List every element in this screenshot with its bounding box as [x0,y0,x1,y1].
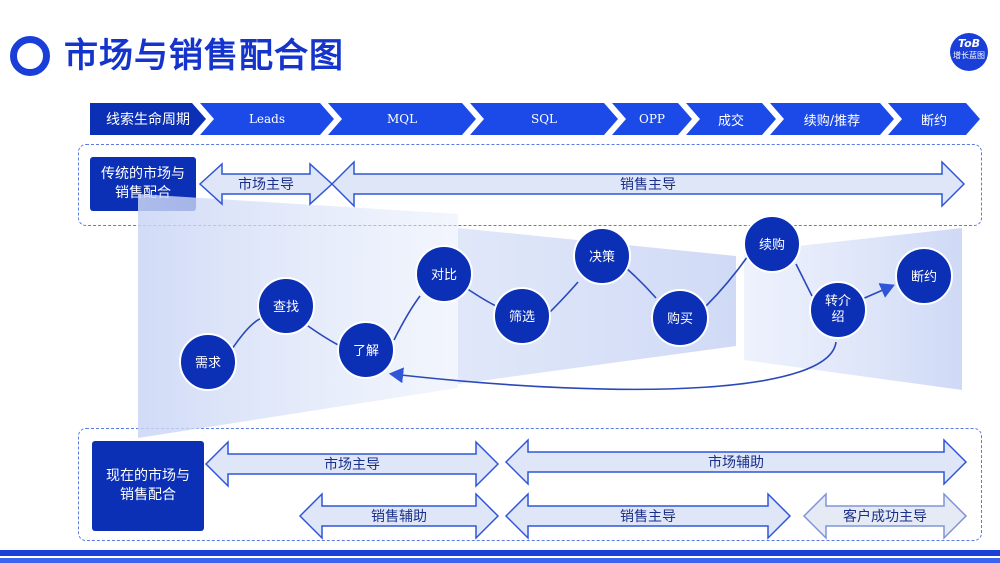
node-referral: 转介绍 [809,281,867,339]
node-compare: 对比 [415,245,473,303]
stage-deal: 成交 [686,103,776,135]
node-decide: 决策 [573,227,631,285]
node-repurchase: 续购 [743,215,801,273]
title-ring-icon [10,36,50,76]
funnel-panel-middle [458,228,736,384]
node-repurchase-text: 续购 [759,237,785,253]
arrow-current-customer-success [802,492,968,540]
node-understand-text: 了解 [353,344,379,359]
arrow-current-sales-assist [298,492,500,540]
arrow-traditional-market-text: 市场主导 [238,176,294,193]
stage-sql: SQL [470,103,618,135]
arrow-traditional-sales [330,160,966,208]
node-filter-text: 筛选 [509,310,535,325]
node-demand: 需求 [179,333,237,391]
arrow-current-market-lead-text: 市场主导 [324,456,380,473]
arrow-current-market-assist [504,438,968,486]
node-search: 查找 [257,277,315,335]
current-label-line2: 销售配合 [120,487,176,503]
stage-renew: 续购/推荐 [770,103,894,135]
node-demand-text: 需求 [195,356,221,371]
stage-leads: Leads [200,103,334,135]
node-referral-text: 转介绍 [825,294,851,325]
traditional-label-line1: 传统的市场与 [101,166,185,182]
node-compare-text: 对比 [431,268,457,283]
stage-lifecycle: 线索生命周期 [90,103,206,135]
node-decide-text: 决策 [589,249,615,265]
footer-bar [0,550,1000,556]
node-churn-text: 断约 [911,270,937,285]
arrow-current-market-lead [204,440,500,488]
node-understand: 了解 [337,321,395,379]
current-label-line1: 现在的市场与 [106,468,190,484]
current-container [78,428,982,541]
arrow-current-sales-lead-text: 销售主导 [620,509,676,525]
arrow-current-market-assist-text: 市场辅助 [708,454,764,471]
arrow-current-customer-success-text: 客户成功主导 [843,508,927,525]
page-title: 市场与销售配合图 [64,36,344,76]
traditional-container [78,144,982,226]
logo-line2: 增长蓝图 [953,51,985,60]
arrow-current-sales-assist-text: 销售辅助 [371,509,427,525]
arrow-traditional-sales-text: 销售主导 [620,177,676,193]
brand-logo: ToB 增长蓝图 [950,33,988,71]
node-buy-text: 购买 [667,311,693,327]
node-search-text: 查找 [273,300,299,315]
current-label: 现在的市场与销售配合 [92,441,204,531]
logo-line1: ToB [957,37,981,50]
stage-mql: MQL [328,103,476,135]
node-filter: 筛选 [493,287,551,345]
node-churn: 断约 [895,247,953,305]
footer-line [0,558,1000,563]
journey-connectors [229,255,895,391]
arrow-current-sales-lead [504,492,792,540]
node-buy: 购买 [651,289,709,347]
stage-churn: 断约 [888,103,980,135]
